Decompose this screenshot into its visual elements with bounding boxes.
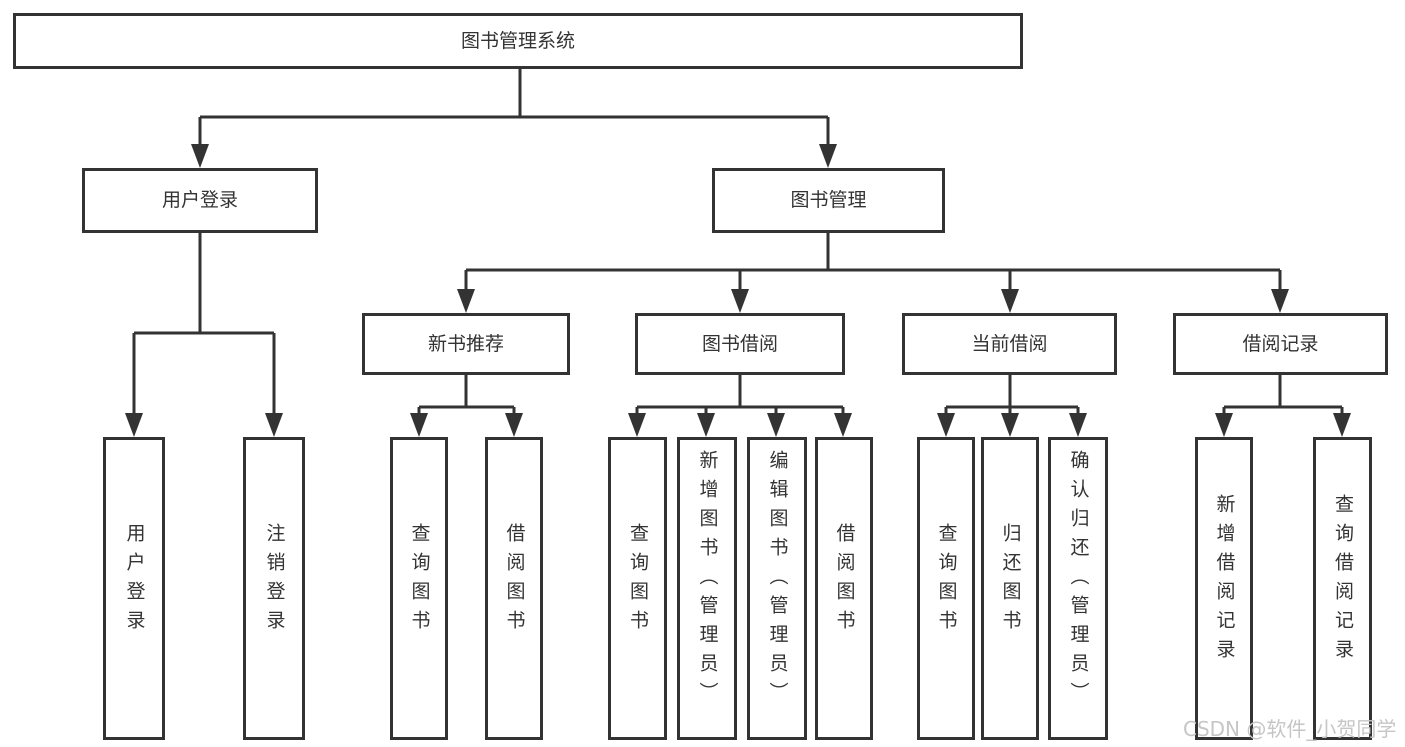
node-edit-book-admin-label: 编辑图书（管理员） — [766, 450, 789, 711]
node-add-borrow-record-label: 新增借阅记录 — [1213, 493, 1236, 668]
node-current-borrow: 当前借阅 — [902, 313, 1117, 375]
node-return-book-label: 归还图书 — [999, 522, 1022, 639]
node-logout-action-label: 注销登录 — [263, 522, 286, 639]
node-edit-book-admin: 编辑图书（管理员） — [747, 437, 807, 740]
node-new-book-recommend: 新书推荐 — [362, 313, 570, 375]
node-query-borrow-record-label: 查询借阅记录 — [1332, 493, 1354, 668]
node-book-management: 图书管理 — [712, 168, 945, 233]
node-user-login-action-label: 用户登录 — [123, 522, 146, 639]
node-add-borrow-record: 新增借阅记录 — [1195, 437, 1253, 740]
node-confirm-return-admin-label: 确认归还（管理员） — [1067, 450, 1090, 711]
node-borrow-book-label: 借阅图书 — [833, 522, 856, 639]
node-query-book-current-label: 查询图书 — [935, 522, 958, 639]
node-query-book-borrow: 查询图书 — [608, 437, 667, 740]
node-borrow-records: 借阅记录 — [1173, 313, 1388, 375]
node-query-book-recommend: 查询图书 — [390, 437, 448, 740]
node-borrow-book-recommend: 借阅图书 — [485, 437, 543, 740]
node-borrow-book-recommend-label: 借阅图书 — [503, 522, 526, 639]
node-query-borrow-record: 查询借阅记录 — [1313, 437, 1372, 740]
node-borrow-book: 借阅图书 — [815, 437, 873, 740]
connector-user-login-split — [125, 233, 283, 437]
connector-book-management-split — [457, 233, 1289, 313]
node-add-book-admin: 新增图书（管理员） — [677, 437, 737, 740]
connector-book-borrow-split — [628, 375, 852, 437]
node-borrow-records-label: 借阅记录 — [1242, 332, 1319, 355]
node-library-system-label: 图书管理系统 — [460, 29, 575, 52]
node-add-book-admin-label: 新增图书（管理员） — [696, 450, 719, 711]
node-query-book-borrow-label: 查询图书 — [627, 522, 649, 639]
node-current-borrow-label: 当前借阅 — [971, 332, 1048, 355]
node-book-management-label: 图书管理 — [790, 189, 867, 211]
connector-root-split — [191, 68, 837, 168]
connector-current-borrow-split — [937, 375, 1087, 437]
connector-new-book-split — [410, 375, 523, 437]
node-logout-action: 注销登录 — [243, 437, 305, 740]
node-user-login: 用户登录 — [82, 168, 318, 233]
node-query-book-current: 查询图书 — [917, 437, 975, 740]
node-new-book-recommend-label: 新书推荐 — [427, 332, 504, 355]
node-user-login-label: 用户登录 — [161, 189, 238, 211]
connector-borrow-record-split — [1215, 375, 1351, 437]
node-confirm-return-admin: 确认归还（管理员） — [1048, 437, 1108, 740]
node-query-book-recommend-label: 查询图书 — [408, 522, 431, 639]
node-book-borrow-label: 图书借阅 — [701, 332, 778, 355]
node-library-system: 图书管理系统 — [13, 13, 1023, 69]
node-return-book: 归还图书 — [981, 437, 1039, 740]
csdn-watermark: CSDN @软件_小贺同学 — [1183, 717, 1397, 741]
node-user-login-action: 用户登录 — [103, 437, 165, 740]
node-book-borrow: 图书借阅 — [635, 313, 845, 375]
